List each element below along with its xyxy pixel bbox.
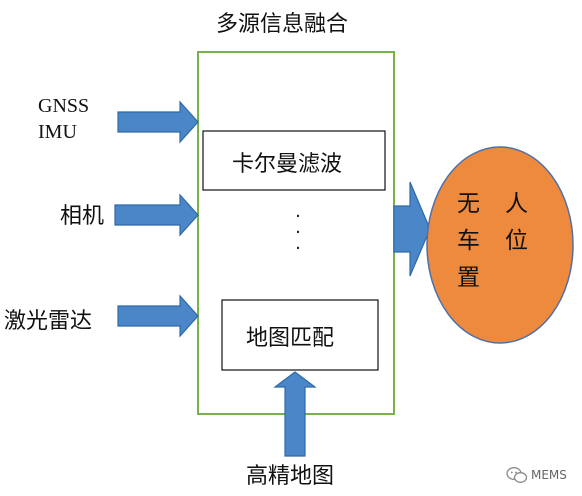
watermark-text: MEMS — [531, 468, 567, 482]
label-kalman-filter: 卡尔曼滤波 — [232, 152, 343, 177]
map-matching-box — [221, 299, 379, 371]
ellipsis-dot: · — [295, 206, 301, 227]
output-char-zhi: 置 — [457, 265, 480, 291]
hd-map-arrow — [273, 371, 317, 457]
ellipsis-dot: · — [295, 238, 301, 259]
kalman-filter-box — [202, 130, 386, 191]
label-gnss: GNSS — [38, 95, 90, 117]
label-hd-map: 高精地图 — [246, 464, 335, 489]
label-lidar: 激光雷达 — [4, 309, 93, 334]
output-char-ren: 人 — [505, 191, 528, 217]
camera-arrow — [114, 193, 199, 237]
gnss-imu-arrow — [117, 100, 199, 144]
output-ellipse — [426, 146, 574, 344]
wechat-icon — [506, 467, 528, 483]
diagram-title: 多源信息融合 — [216, 12, 349, 37]
ellipsis-dots: · · · — [295, 206, 301, 259]
output-arrow — [393, 181, 431, 277]
output-char-wei: 位 — [505, 228, 528, 254]
ellipsis-dot: · — [295, 222, 301, 243]
lidar-arrow — [117, 294, 199, 338]
label-map-matching: 地图匹配 — [246, 326, 335, 351]
watermark: MEMS — [506, 466, 567, 484]
label-camera: 相机 — [60, 204, 105, 229]
output-char-wu: 无 — [457, 191, 480, 217]
output-char-che: 车 — [457, 228, 480, 254]
label-imu: IMU — [38, 121, 77, 143]
